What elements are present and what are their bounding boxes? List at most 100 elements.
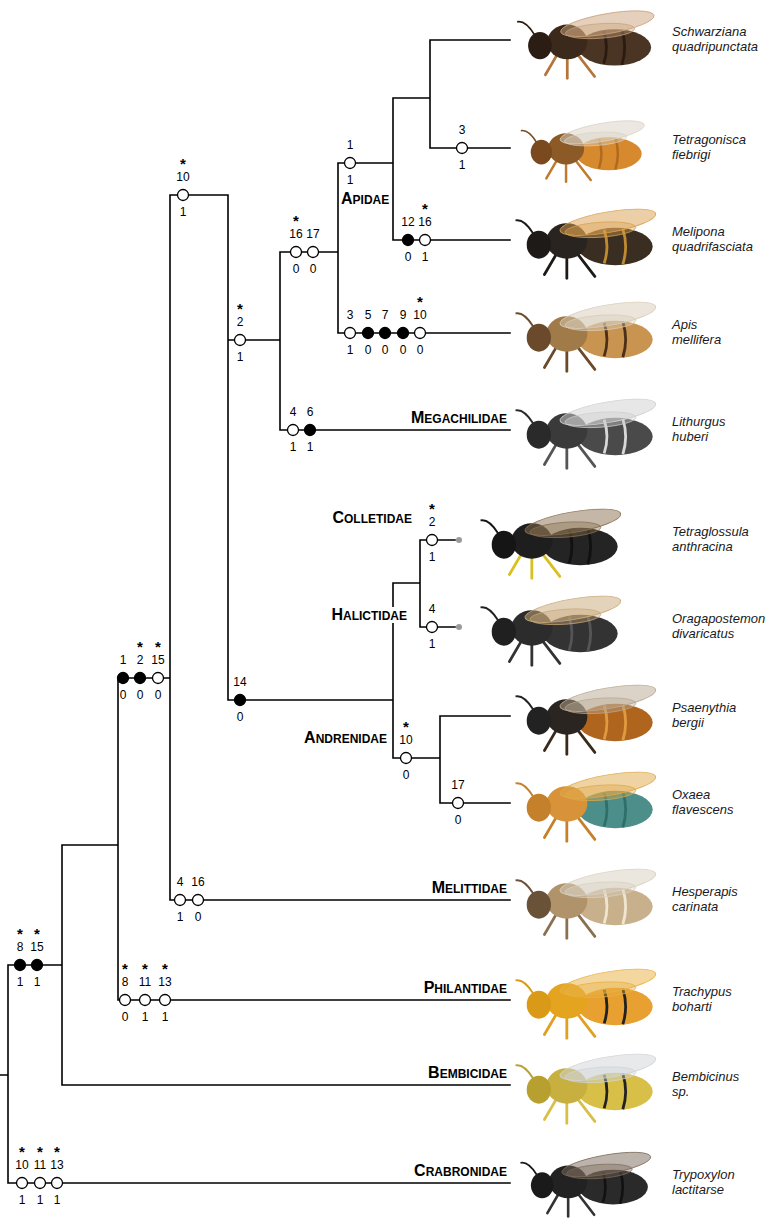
- character-state: 1: [17, 976, 24, 988]
- character-number: 15: [30, 941, 43, 953]
- significance-asterisk: *: [417, 294, 423, 309]
- character-state: 0: [417, 344, 424, 356]
- character-state: 0: [400, 344, 407, 356]
- species-name: Tetragonisca fiebrigi: [672, 133, 746, 163]
- character-state: 0: [455, 814, 462, 826]
- character-state: 0: [155, 689, 162, 701]
- unique-change: [403, 235, 414, 246]
- character-number: 16: [191, 876, 204, 888]
- homoplastic-change: [291, 247, 302, 258]
- bee-illustration: [516, 767, 658, 842]
- character-number: 10: [15, 1159, 28, 1171]
- character-number: 8: [17, 941, 24, 953]
- unique-change: [380, 328, 391, 339]
- character-number: 4: [290, 406, 297, 418]
- character-number: 13: [50, 1159, 63, 1171]
- character-number: 12: [401, 216, 414, 228]
- significance-asterisk: *: [37, 1144, 43, 1159]
- significance-asterisk: *: [155, 639, 161, 654]
- homoplastic-change: [415, 328, 426, 339]
- character-state: 0: [137, 689, 144, 701]
- significance-asterisk: *: [137, 639, 143, 654]
- family-name: CRABRONIDAE: [413, 1163, 508, 1179]
- character-state: 1: [347, 344, 354, 356]
- character-state: 1: [54, 1194, 61, 1206]
- character-state: 0: [405, 251, 412, 263]
- homoplastic-change: [457, 143, 468, 154]
- homoplastic-change: [178, 190, 189, 201]
- character-state: 0: [293, 263, 300, 275]
- species-name: Hesperapis carinata: [672, 885, 738, 915]
- character-state: 1: [422, 251, 429, 263]
- character-state: 1: [237, 351, 244, 363]
- family-name: MEGACHILIDAE: [410, 410, 508, 426]
- unique-change: [363, 328, 374, 339]
- homoplastic-change: [153, 673, 164, 684]
- character-number: 1: [120, 654, 127, 666]
- significance-asterisk: *: [429, 501, 435, 516]
- character-state: 1: [290, 441, 297, 453]
- character-state: 1: [142, 1011, 149, 1023]
- bee-illustration: [516, 680, 658, 755]
- character-number: 6: [307, 406, 314, 418]
- character-state: 1: [307, 441, 314, 453]
- wasp-illustration: [521, 1147, 653, 1216]
- bee-illustration: [521, 116, 646, 182]
- species-name: Oragapostemon divaricatus: [672, 612, 765, 642]
- significance-asterisk: *: [34, 926, 40, 941]
- character-state: 1: [429, 638, 436, 650]
- species-name: Trachypus boharti: [672, 985, 732, 1015]
- significance-asterisk: *: [180, 156, 186, 171]
- family-name: BEMBICIDAE: [427, 1065, 508, 1081]
- species-name: Bembicinus sp.: [672, 1070, 739, 1100]
- homoplastic-change: [453, 798, 464, 809]
- character-number: 13: [158, 976, 171, 988]
- homoplastic-change: [427, 535, 438, 546]
- wasp-illustration: [516, 964, 658, 1039]
- significance-asterisk: *: [237, 301, 243, 316]
- homoplastic-change: [401, 753, 412, 764]
- character-number: 1: [347, 139, 354, 151]
- character-state: 1: [19, 1194, 26, 1206]
- species-name: Trypoxylon lactitarse: [672, 1168, 735, 1198]
- bee-illustration: [481, 504, 623, 579]
- character-state: 1: [162, 1011, 169, 1023]
- character-state: 0: [122, 1011, 129, 1023]
- significance-asterisk: *: [403, 719, 409, 734]
- character-number: 5: [365, 309, 372, 321]
- character-state: 1: [429, 551, 436, 563]
- homoplastic-change: [52, 1178, 63, 1189]
- homoplastic-change: [175, 895, 186, 906]
- homoplastic-change: [345, 328, 356, 339]
- character-state: 1: [347, 174, 354, 186]
- character-number: 7: [382, 309, 389, 321]
- character-state: 0: [195, 911, 202, 923]
- tip-dot: [456, 537, 462, 543]
- homoplastic-change: [235, 335, 246, 346]
- character-number: 16: [289, 228, 302, 240]
- family-name: PHILANTIDAE: [423, 980, 508, 996]
- unique-change: [32, 960, 43, 971]
- character-state: 1: [37, 1194, 44, 1206]
- unique-change: [305, 425, 316, 436]
- species-name: Melipona quadrifasciata: [672, 225, 753, 255]
- character-number: 10: [176, 171, 189, 183]
- species-name: Lithurgus huberi: [672, 415, 725, 445]
- family-name: HALICTIDAE: [330, 607, 408, 623]
- character-number: 11: [34, 1159, 46, 1171]
- significance-asterisk: *: [17, 926, 23, 941]
- species-name: Schwarziana quadripunctata: [672, 25, 758, 55]
- species-name: Apis mellifera: [672, 318, 721, 348]
- significance-asterisk: *: [142, 961, 148, 976]
- bee-illustration: [516, 864, 658, 939]
- character-state: 1: [34, 976, 41, 988]
- bee-illustration: [517, 6, 656, 79]
- species-name: Tetraglossula anthracina: [672, 525, 749, 555]
- significance-asterisk: *: [422, 201, 428, 216]
- tip-dot: [456, 624, 462, 630]
- family-name: COLLETIDAE: [331, 510, 413, 526]
- family-name: ANDRENIDAE: [303, 730, 388, 746]
- bee-illustration: [481, 591, 623, 666]
- character-state: 1: [459, 159, 466, 171]
